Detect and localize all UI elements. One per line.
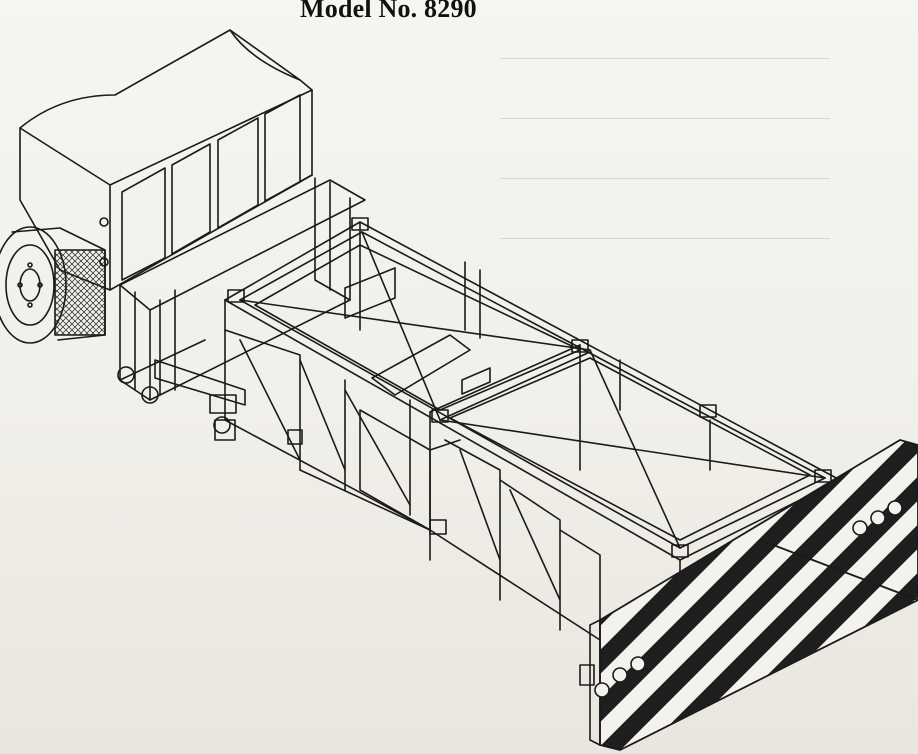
mounting-frame — [117, 177, 366, 441]
bleed-through-rule — [500, 178, 830, 179]
rear-impact-plate — [579, 439, 918, 751]
truck-body — [19, 29, 313, 291]
bleed-through-rule — [500, 238, 830, 239]
page-title: Model No. 8290 — [300, 0, 477, 23]
bleed-through-rule — [500, 58, 830, 59]
attenuator-frame — [224, 217, 841, 641]
bleed-through-rule — [500, 118, 830, 119]
truck-wheel — [0, 226, 106, 344]
